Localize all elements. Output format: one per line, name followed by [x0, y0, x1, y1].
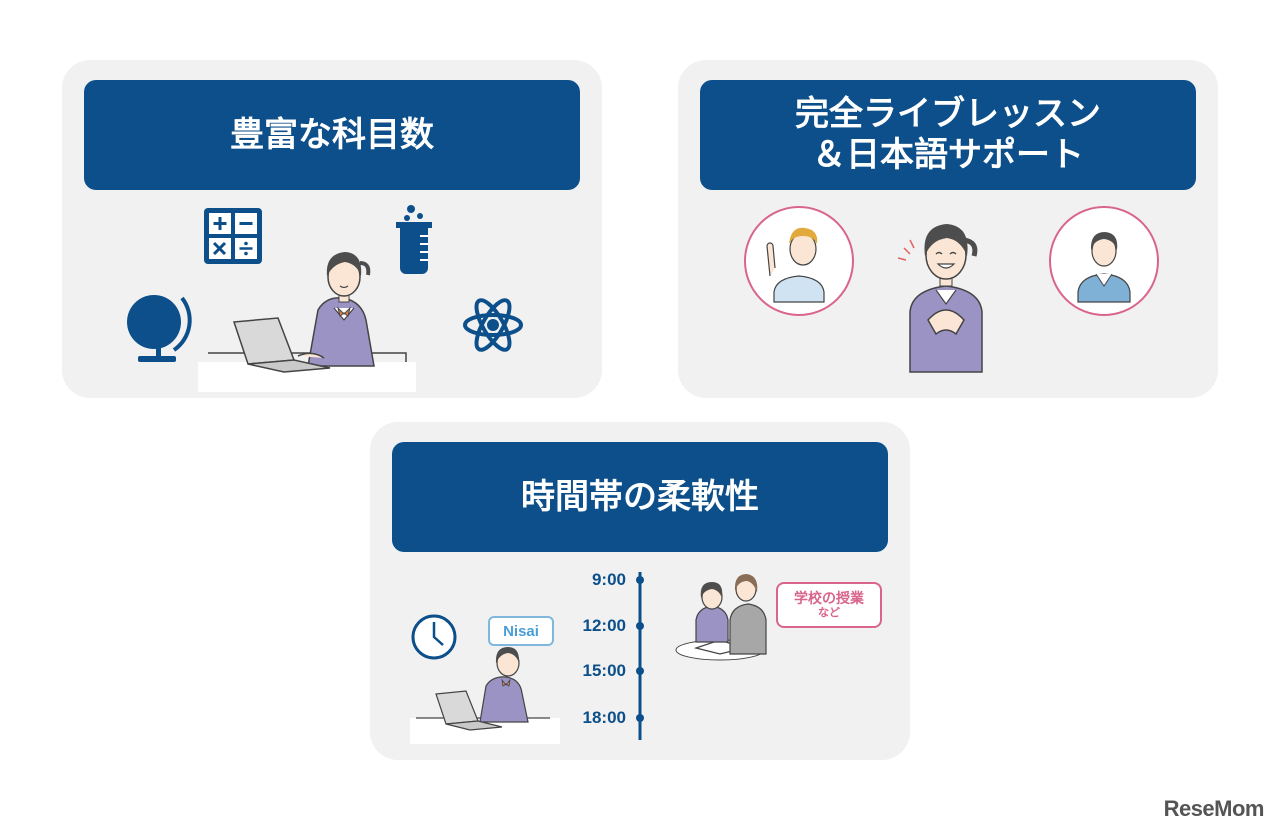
card-title-live-line1: 完全ライブレッスン: [795, 94, 1101, 135]
student-laptop-illustration: [198, 252, 416, 392]
card-title-subjects: 豊富な科目数: [84, 80, 580, 190]
timeline-dot-2: [636, 667, 644, 675]
live-illustration: [744, 206, 1159, 373]
atom-icon: [463, 298, 523, 352]
card-title-live-line2: ＆日本語サポート: [812, 135, 1084, 175]
subjects-illustration: [127, 205, 523, 392]
beaker-icon: [396, 205, 432, 274]
card-title-live: 完全ライブレッスン ＆日本語サポート: [700, 80, 1196, 190]
card-title-time: 時間帯の柔軟性: [392, 442, 888, 552]
clock-icon: [411, 614, 457, 660]
globe-icon: [127, 295, 192, 362]
student-laptop-small-illustration: [410, 647, 560, 744]
time-label-2: 15:00: [582, 661, 626, 680]
school-class-tag-main: 学校の授業: [794, 590, 864, 607]
students-studying-illustration: [675, 574, 767, 661]
time-label-0: 9:00: [591, 570, 626, 589]
time-label-1: 12:00: [582, 616, 626, 635]
card-subjects: 豊富な科目数: [62, 60, 602, 398]
time-label-3: 18:00: [582, 708, 626, 727]
timeline-illustration: [410, 572, 767, 744]
card-time: 時間帯の柔軟性: [370, 422, 910, 760]
teacher-avatar-left: [744, 206, 854, 316]
teacher-avatar-right: [1049, 206, 1159, 316]
calculator-icon: [204, 208, 262, 264]
timeline-dot-0: [636, 576, 644, 584]
resemom-logo: ReseMom: [1163, 796, 1265, 821]
school-class-tag: 学校の授業 など: [776, 582, 882, 628]
timeline-dot-1: [636, 622, 644, 630]
happy-student-illustration: [897, 224, 983, 373]
timeline-dot-3: [636, 714, 644, 722]
school-class-tag-sub: など: [818, 605, 840, 619]
nisai-badge: Nisai: [488, 616, 554, 646]
card-live: 完全ライブレッスン ＆日本語サポート: [678, 60, 1218, 398]
